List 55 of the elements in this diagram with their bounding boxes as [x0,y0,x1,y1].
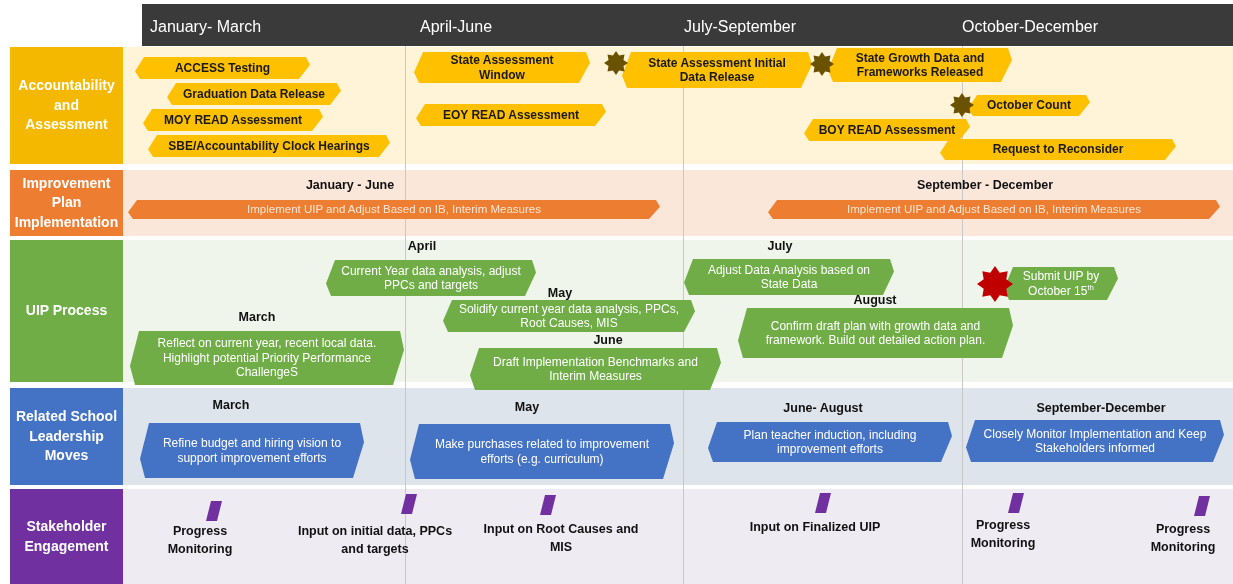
event-tag: State Growth Data and Frameworks Released [828,48,1012,82]
event-tag: Refine budget and hiring vision to support improvement efforts [140,423,364,478]
event-tag: Adjust Data Analysis based on State Data [684,259,894,295]
event-tag: BOY READ Assessment [804,119,970,141]
month-label: March [238,310,276,324]
swimlane [10,170,1233,236]
event-tag: Make purchases related to improvement efforts (e.g. curriculum) [410,424,674,479]
event-tag: Confirm draft plan with growth data and framework. Build out detailed action plan. [738,308,1013,358]
event-tag: EOY READ Assessment [416,104,606,126]
month-label: January - June [305,178,395,192]
event-tag: SBE/Accountability Clock Hearings [148,135,390,157]
engagement-note: Input on initial data, PPCs and targets [290,522,460,559]
lane-heading: UIP Process [10,240,123,382]
quarter-label: July-September [684,18,797,36]
event-tag: State Assessment Initial Data Release [622,52,812,88]
event-tag: Reflect on current year, recent local data. Highlight potential Priority Performance ChallengeS [130,331,404,385]
month-label: May [514,400,540,414]
month-label: August [853,293,897,307]
quarter-label: January- March [150,18,262,36]
lane-heading: Accountability and Assessment [10,47,123,164]
month-label: April [407,239,437,253]
month-label: May [547,286,573,300]
event-tag: Graduation Data Release [167,83,341,105]
quarter-label: April-June [420,18,493,36]
lane-heading: Stakeholder Engagement [10,489,123,584]
swimlane [10,47,1233,164]
timeline-bar: Implement UIP and Adjust Based on IB, Interim Measures [768,200,1220,219]
month-label: June [593,333,623,347]
engagement-note: Input on Root Causes and MIS [476,520,646,557]
event-tag: MOY READ Assessment [143,109,323,131]
event-tag: Current Year data analysis, adjust PPCs and targets [326,260,536,296]
timeline-bar: Implement UIP and Adjust Based on IB, Interim Measures [128,200,660,219]
event-tag: Draft Implementation Benchmarks and Interim Measures [470,348,721,390]
lane-heading: Related School Leadership Moves [10,388,123,485]
event-tag: October Count [968,95,1090,116]
engagement-note: Input on Finalized UIP [730,518,900,537]
event-tag: ACCESS Testing [135,57,310,79]
event-tag: Request to Reconsider [940,139,1176,160]
engagement-note: Progress Monitoring [953,516,1053,553]
event-tag: State Assessment Window [414,52,590,83]
month-label: June- August [783,401,863,415]
month-label: March [212,398,250,412]
quarter-label: October-December [962,18,1099,36]
month-label: July [767,239,793,253]
event-tag: Closely Monitor Implementation and Keep Stakeholders informed [966,420,1224,462]
swimlane [10,489,1233,584]
event-tag: Plan teacher induction, including improvement efforts [708,422,952,462]
engagement-note: Progress Monitoring [150,522,250,559]
event-tag: Submit UIP by October 15$^{th}$ [1004,267,1118,300]
month-label: September-December [1036,401,1166,415]
engagement-note: Progress Monitoring [1138,520,1228,557]
lane-heading: Improvement Plan Implementation [10,170,123,236]
swimlane [10,388,1233,485]
month-label: September - December [916,178,1054,192]
event-tag: Solidify current year data analysis, PPCs, Root Causes, MIS [443,300,695,332]
